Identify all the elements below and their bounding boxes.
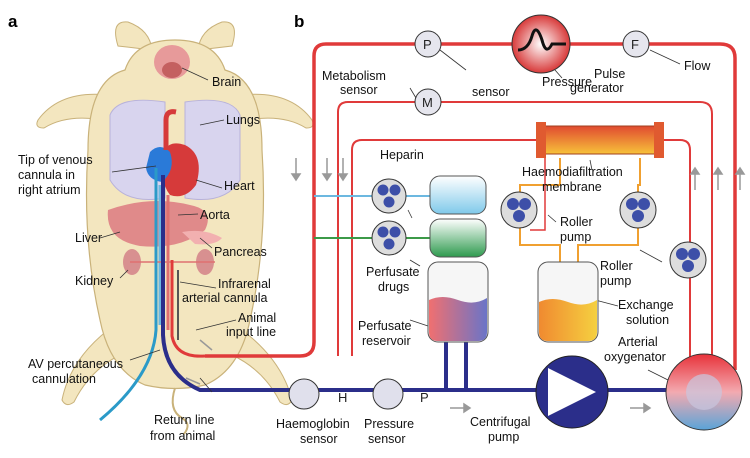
- centrifugal-pump-label-2: pump: [488, 430, 519, 444]
- exchange-solution-bottle: [537, 261, 599, 343]
- perfusate-reservoir-label-1: Perfusate: [358, 319, 412, 333]
- p-marker: P: [420, 390, 429, 405]
- venous-cannula-label-3: right atrium: [18, 183, 81, 197]
- roller-pump-left-label-1: Roller: [560, 215, 593, 229]
- perfusate-drugs-label-2: drugs: [378, 280, 409, 294]
- aorta-label: Aorta: [200, 208, 230, 222]
- pulse-generator-label-2: generator: [570, 81, 624, 95]
- filtration-roller-pump-right: [619, 191, 657, 229]
- exchange-solution-label-1: Exchange: [618, 298, 674, 312]
- filtration-red-lines: [530, 158, 546, 231]
- h-marker: H: [338, 390, 347, 405]
- flow-arrows: [185, 158, 746, 414]
- flow-label: Flow: [684, 59, 711, 73]
- pressure-sensor-label-2: sensor: [368, 432, 406, 446]
- haemodiafiltration-membrane: [536, 122, 664, 158]
- pulse-generator: [511, 14, 571, 74]
- pressure-sensor-top: P: [414, 30, 442, 58]
- heparin-label: Heparin: [380, 148, 424, 162]
- brain-label: Brain: [212, 75, 241, 89]
- panel-a-label: a: [8, 12, 18, 31]
- infrarenal-label-2: arterial cannula: [182, 291, 268, 305]
- metabolism-sensor-label-1: Metabolism: [322, 69, 386, 83]
- exchange-roller-pump: [669, 241, 707, 279]
- membrane-label-2: membrane: [542, 180, 602, 194]
- av-cannulation-label-1: AV percutaneous: [28, 357, 123, 371]
- arterial-oxygenator-label-1: Arterial: [618, 335, 658, 349]
- pig-illustration: [36, 21, 314, 435]
- filtration-roller-pump-left: [500, 191, 538, 229]
- sensor-p-label: P: [423, 37, 432, 52]
- heart-label: Heart: [224, 179, 255, 193]
- venous-cannula-label-1: Tip of venous: [18, 153, 93, 167]
- exchange-solution-label-2: solution: [626, 313, 669, 327]
- arterial-lines: [205, 42, 737, 370]
- drug-bag: [429, 218, 487, 258]
- infrarenal-label-1: Infrarenal: [218, 277, 271, 291]
- pancreas-label: Pancreas: [214, 245, 267, 259]
- pressure-sensor-bottom: [372, 378, 404, 410]
- panel-b-label: b: [294, 12, 304, 31]
- roller-pump-right-label-2: pump: [600, 274, 631, 288]
- animal-input-label-1: Animal: [238, 311, 276, 325]
- haemoglobin-sensor: [288, 378, 320, 410]
- metabolism-sensor-label-2: sensor: [340, 83, 378, 97]
- centrifugal-pump-label-1: Centrifugal: [470, 415, 530, 429]
- arterial-oxygenator: [665, 353, 743, 431]
- pulse-generator-label-1: Pulse: [594, 67, 625, 81]
- perfusate-reservoir: [427, 261, 489, 343]
- pressure-word-label: Pressure: [542, 75, 592, 89]
- return-line-label-1: Return line: [154, 413, 214, 427]
- venous-lines: [300, 340, 700, 392]
- sensor-m-label: M: [422, 95, 433, 110]
- av-cannulation-label-2: cannulation: [32, 372, 96, 386]
- perfusate-reservoir-label-2: reservoir: [362, 334, 411, 348]
- circuit-leaders: [407, 49, 681, 381]
- venous-cannula-label-2: cannula in: [18, 168, 75, 182]
- haemoglobin-sensor-label-2: sensor: [300, 432, 338, 446]
- membrane-label-1: Haemodiafiltration: [522, 165, 623, 179]
- roller-pump-right-label-1: Roller: [600, 259, 633, 273]
- drug-roller-pump: [371, 220, 407, 256]
- heparin-roller-pump: [371, 178, 407, 214]
- roller-pump-left-label-2: pump: [560, 230, 591, 244]
- metabolism-sensor: M: [414, 88, 442, 116]
- haemoglobin-sensor-label-1: Haemoglobin: [276, 417, 350, 431]
- return-line-label-2: from animal: [150, 429, 215, 443]
- lungs-label: Lungs: [226, 113, 260, 127]
- sensor-word-label: sensor: [472, 85, 510, 99]
- pressure-sensor-label-1: Pressure: [364, 417, 414, 431]
- perfusate-drugs-label-1: Perfusate: [366, 265, 420, 279]
- liver-label: Liver: [75, 231, 102, 245]
- arterial-oxygenator-label-2: oxygenator: [604, 350, 666, 364]
- heparin-bag: [429, 175, 487, 215]
- sensor-f-label: F: [631, 37, 639, 52]
- anatomy-leaders: [99, 67, 237, 393]
- animal-input-label-2: input line: [226, 325, 276, 339]
- flow-sensor: F: [622, 30, 650, 58]
- kidney-label: Kidney: [75, 274, 114, 288]
- centrifugal-pump: [535, 355, 609, 429]
